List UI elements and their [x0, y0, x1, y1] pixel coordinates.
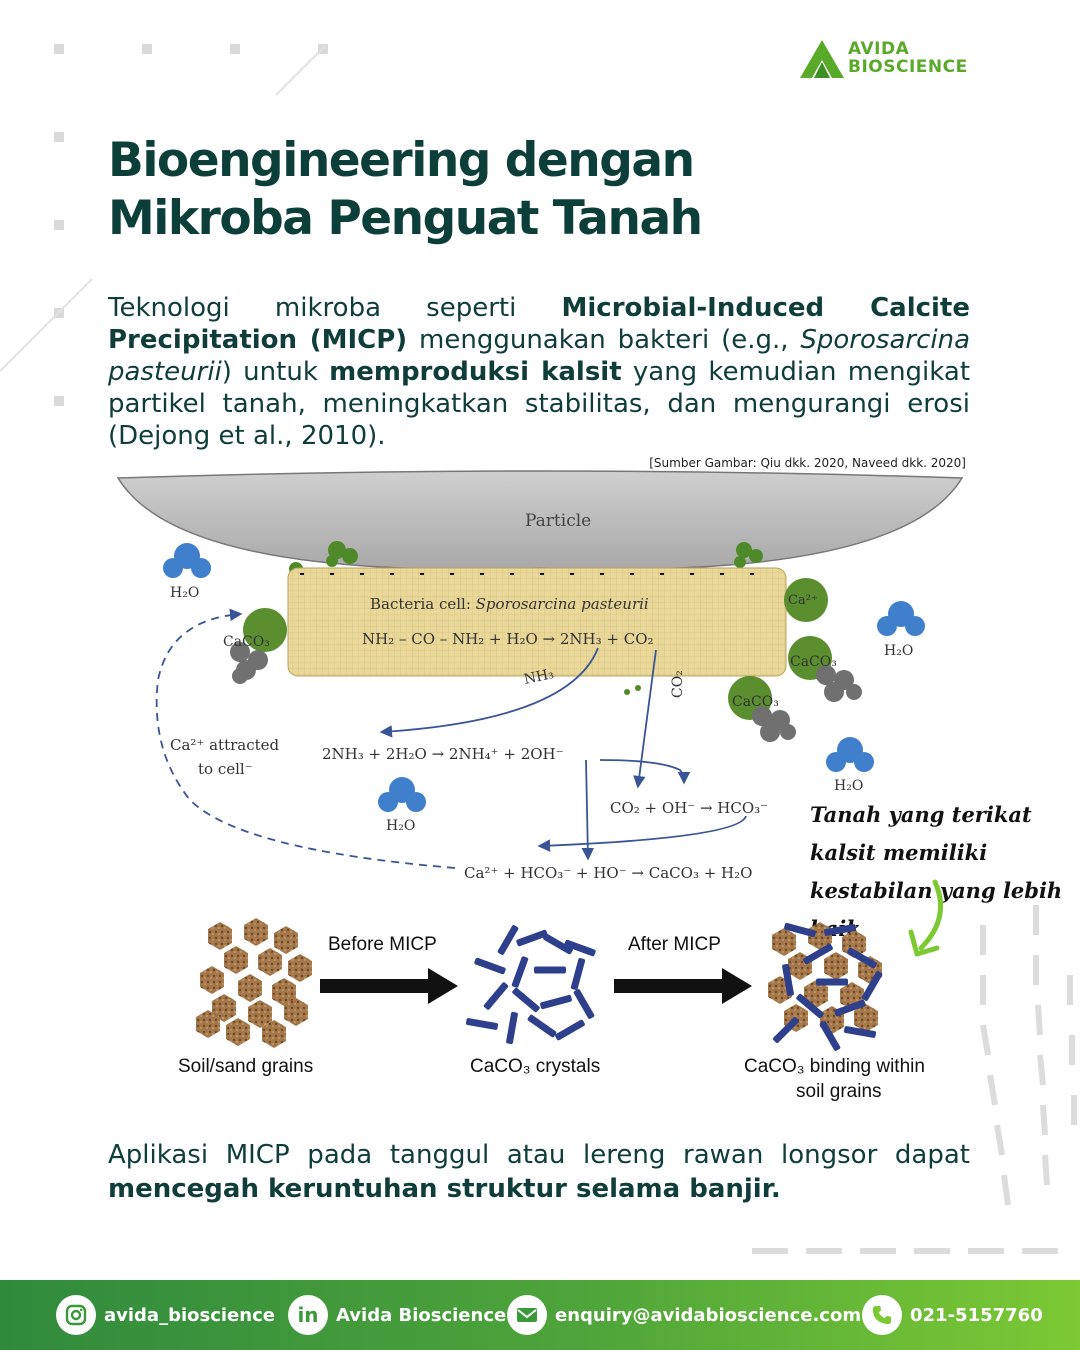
intro-text: Teknologi mikroba seperti: [108, 293, 562, 323]
ca-ion: [784, 578, 828, 622]
intro-paragraph: Teknologi mikroba seperti Microbial-Indu…: [108, 292, 970, 452]
arrow-oh: [599, 759, 691, 785]
soil-grains: [196, 918, 312, 1048]
email-icon: [507, 1295, 547, 1335]
logo-mark-icon: [800, 40, 844, 78]
caco3-crystals-label: CaCO₃ crystals: [470, 1056, 601, 1077]
arrow-co2: [633, 649, 657, 789]
instagram-handle: avida_bioscience: [104, 1304, 275, 1326]
ca-attracted-label-2: to cell⁻: [198, 760, 253, 778]
equation-bicarbonate: CO₂ + OH⁻ → HCO₃⁻: [610, 799, 768, 817]
logo-line-2: BIOSCIENCE: [848, 57, 968, 77]
caco3-label: CaCO₃: [790, 654, 837, 670]
h2o-label: H₂O: [884, 643, 913, 659]
caco3-crystals: [465, 924, 597, 1045]
decor-dashes: [752, 905, 1077, 1254]
footer-instagram[interactable]: avida_bioscience: [56, 1295, 275, 1335]
intro-bold-kalsit: memproduksi kalsit: [329, 357, 622, 387]
after-micp-label: After MICP: [628, 934, 721, 955]
brand-logo: AVIDA BIOSCIENCE: [800, 38, 990, 80]
bacteria-cell: [287, 567, 787, 677]
arrow-nh3: [379, 647, 599, 738]
decor-line: [0, 278, 93, 372]
co2-label: CO₂: [670, 670, 686, 698]
footer-linkedin[interactable]: in Avida Bioscience: [288, 1295, 506, 1335]
conclusion-paragraph: Aplikasi MICP pada tanggul atau lereng r…: [108, 1138, 970, 1206]
h2o-label: H₂O: [170, 585, 199, 601]
conclusion-bold: mencegah keruntuhan struktur selama banj…: [108, 1174, 781, 1204]
arrow-down-oh: [581, 759, 595, 861]
decor-square: [230, 44, 240, 54]
caco3-label: CaCO₃: [223, 634, 270, 650]
logo-line-1: AVIDA: [848, 39, 910, 59]
title-line-1: Bioengineering dengan: [108, 133, 695, 188]
decor-square: [54, 220, 64, 230]
phone-icon: [862, 1295, 902, 1335]
instagram-icon: [56, 1295, 96, 1335]
nh3-label: NH₃: [523, 666, 556, 688]
caco3-cluster-left: [230, 608, 287, 684]
intro-text: ) untuk: [221, 357, 330, 387]
micp-diagram: Particle Bacteria cell: Sporosarcina pas…: [116, 470, 964, 882]
particle-label: Particle: [525, 511, 591, 531]
page-title: Bioengineering dengan Mikroba Penguat Ta…: [108, 132, 988, 248]
decor-line: [275, 44, 327, 96]
water-molecule: [163, 543, 211, 578]
ca-ion-label: Ca²⁺: [788, 593, 818, 608]
phone-number: 021-5157760: [910, 1304, 1043, 1326]
email-address: enquiry@avidabioscience.com: [555, 1304, 862, 1326]
binding-label-2: soil grains: [796, 1081, 882, 1102]
water-molecule: [378, 777, 426, 812]
image-source: [Sumber Gambar: Qiu dkk. 2020, Naveed dk…: [649, 456, 966, 470]
h2o-label: H₂O: [386, 818, 415, 834]
bacteria-species: Sporosarcina pasteurii: [476, 595, 649, 613]
process-graphic: [196, 918, 884, 1052]
decor-square: [54, 132, 64, 142]
intro-bold-micp: Microbial-Induced Calcite Precipitation …: [108, 293, 970, 355]
caco3-cluster-mid: [728, 676, 796, 742]
arrow-before: [320, 979, 430, 993]
bacteria-label: Bacteria cell:: [370, 595, 476, 613]
footer-email[interactable]: enquiry@avidabioscience.com: [507, 1295, 861, 1335]
water-molecule: [826, 737, 874, 772]
footer-bar: avida_bioscience in Avida Bioscience enq…: [0, 1280, 1080, 1350]
water-molecule: [877, 601, 925, 636]
svg-text:Bacteria cell: Sporosarcina pa: Bacteria cell: Sporosarcina pasteurii: [370, 595, 649, 613]
arrow-ca-attract: [155, 608, 456, 869]
conclusion-text: Aplikasi MICP pada tanggul atau lereng r…: [108, 1140, 970, 1170]
particle-shape: [116, 470, 964, 570]
ca-attracted-label: Ca²⁺ attracted: [170, 736, 280, 754]
soil-grains-label: Soil/sand grains: [178, 1056, 314, 1077]
equation-urea: NH₂ – CO – NH₂ + H₂O → 2NH₃ + CO₂: [362, 630, 654, 648]
decor-square: [54, 396, 64, 406]
equation-calcite: Ca²⁺ + HCO₃⁻ + HO⁻ → CaCO₃ + H₂O: [464, 864, 752, 882]
footer-phone[interactable]: 021-5157760: [862, 1295, 1043, 1335]
intro-text: yang kemudian mengikat partikel tanah, m…: [108, 357, 971, 451]
linkedin-icon: in: [288, 1295, 328, 1335]
curved-arrow-icon: [908, 879, 944, 957]
equation-ammonia: 2NH₃ + 2H₂O → 2NH₄⁺ + 2OH⁻: [322, 745, 564, 763]
decor-square: [54, 44, 64, 54]
caco3-label: CaCO₃: [732, 694, 779, 710]
arrow-after: [614, 979, 724, 993]
micp-process-figure: Before MICP After MICP Soil/sand grains …: [160, 900, 960, 1110]
linkedin-name: Avida Bioscience: [336, 1304, 507, 1326]
caco3-binding: [768, 922, 884, 1052]
title-line-2: Mikroba Penguat Tanah: [108, 191, 703, 246]
binding-label-1: CaCO₃ binding within: [744, 1056, 925, 1077]
decor-square: [142, 44, 152, 54]
before-micp-label: Before MICP: [328, 934, 437, 955]
caco3-cluster-right: [788, 636, 862, 702]
intro-species: Sporosarcina pasteurii: [108, 325, 970, 387]
intro-text: menggunakan bakteri (e.g.,: [407, 325, 801, 355]
arrow-hco3: [537, 815, 747, 852]
h2o-label: H₂O: [834, 778, 863, 794]
